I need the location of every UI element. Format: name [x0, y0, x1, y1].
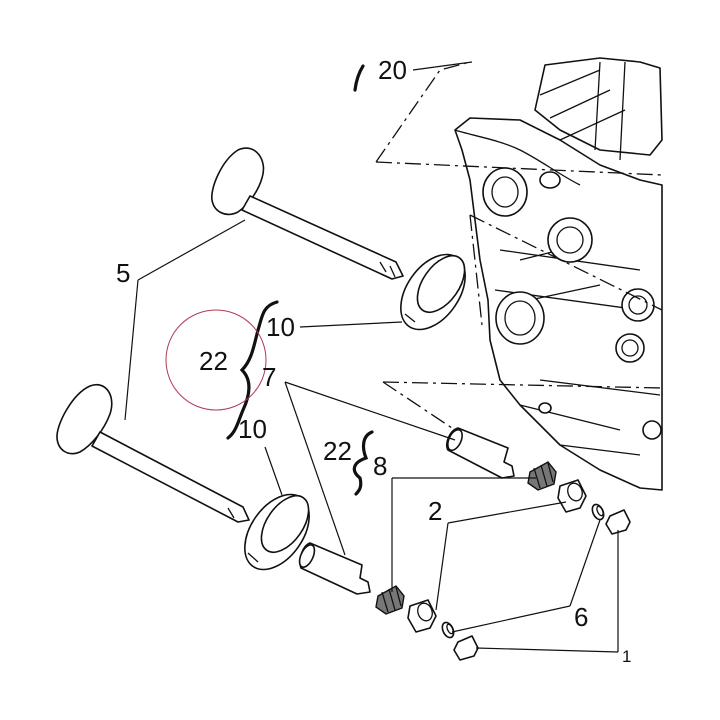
mark-20 — [353, 64, 365, 92]
callout-7: 7 — [262, 362, 276, 392]
callout-8: 8 — [373, 451, 387, 481]
upper-valve — [211, 147, 404, 280]
highlight-circle — [165, 309, 267, 411]
stem-seals — [375, 461, 557, 615]
callout-10-upper: 10 — [266, 312, 295, 342]
callout-22-main: 22 — [199, 346, 228, 376]
brace-22-main — [226, 300, 279, 440]
callout-1: 1 — [622, 647, 631, 666]
upper-valve-guide — [445, 427, 515, 479]
upper-seat-ring — [400, 253, 466, 331]
callout-2: 2 — [428, 496, 442, 526]
shims — [453, 509, 631, 661]
spring-seats — [407, 479, 587, 633]
lower-valve — [56, 383, 250, 523]
lower-valve-guide — [298, 542, 371, 595]
callout-20: 20 — [378, 55, 407, 85]
callout-5: 5 — [116, 258, 130, 288]
callout-6: 6 — [574, 602, 588, 632]
clips — [441, 503, 605, 639]
callout-22-secondary: 22 — [323, 436, 352, 466]
cylinder-head — [454, 57, 663, 491]
callout-10-lower: 10 — [238, 414, 267, 444]
lower-seat-ring — [244, 493, 310, 571]
leader-lines — [124, 61, 619, 653]
braces — [226, 64, 374, 496]
brace-22-secondary — [352, 430, 374, 496]
